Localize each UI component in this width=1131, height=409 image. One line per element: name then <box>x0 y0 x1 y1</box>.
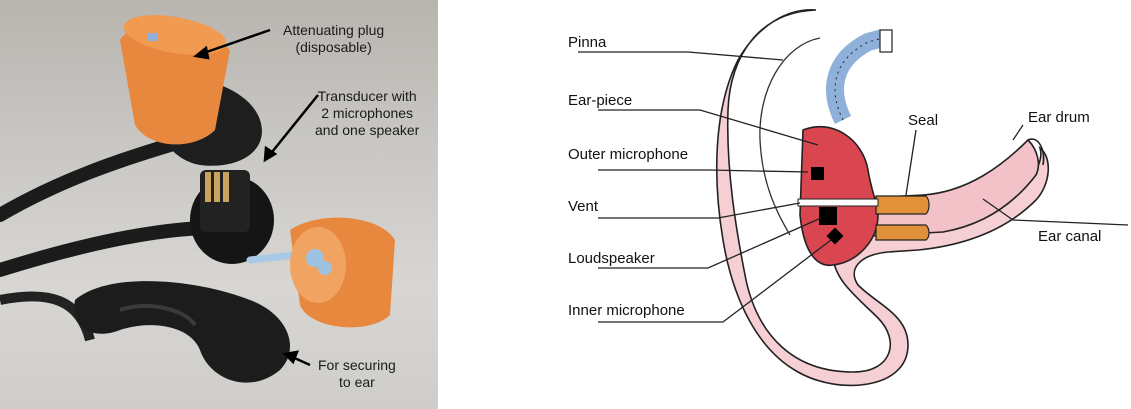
pointer-arrow-icon <box>268 95 318 157</box>
leader-ear-piece <box>598 110 818 145</box>
pointer-arrow-head-icon <box>285 352 297 362</box>
seal-top <box>876 196 929 214</box>
label-transducer: Transducer with 2 microphones and one sp… <box>315 88 419 139</box>
label-outer-microphone: Outer microphone <box>568 146 688 164</box>
label-line: (disposable) <box>283 39 384 56</box>
label-line: For securing <box>318 357 396 374</box>
label-line: and one speaker <box>315 122 419 139</box>
label-line: to ear <box>318 374 396 391</box>
label-ear-drum: Ear drum <box>1028 109 1090 127</box>
earpiece-photo: Attenuating plug (disposable) Transducer… <box>0 0 438 409</box>
ear-diagram-icon <box>438 0 1131 409</box>
leader-ear-drum <box>1013 125 1023 140</box>
ear-hook-icon <box>74 281 290 383</box>
loudspeaker-icon <box>819 207 837 225</box>
label-line: Attenuating plug <box>283 22 384 39</box>
label-line: 2 microphones <box>315 105 419 122</box>
ear-diagram: Pinna Ear-piece Outer microphone Vent Lo… <box>438 0 1131 409</box>
leader-seal <box>906 130 916 195</box>
transducer-icon <box>190 170 274 264</box>
ear-piece-cable <box>835 38 883 120</box>
label-loudspeaker: Loudspeaker <box>568 250 655 268</box>
label-line: Transducer with <box>315 88 419 105</box>
cable-icon <box>0 228 205 270</box>
tube-icon <box>250 255 295 260</box>
label-ear-piece: Ear-piece <box>568 92 632 110</box>
label-pinna: Pinna <box>568 34 606 52</box>
cable-icon <box>0 145 170 215</box>
ear-canal-shape <box>868 140 1038 236</box>
attenuating-plug-icon <box>120 8 230 144</box>
label-inner-microphone: Inner microphone <box>568 302 685 320</box>
label-securing: For securing to ear <box>318 357 396 391</box>
label-ear-canal: Ear canal <box>1038 228 1101 246</box>
label-attenuating-plug: Attenuating plug (disposable) <box>283 22 384 56</box>
earpiece-photo-art <box>0 0 438 409</box>
leader-vent <box>598 203 800 218</box>
seal-bottom <box>876 225 929 240</box>
outer-microphone-icon <box>811 167 824 180</box>
leader-pinna <box>578 52 783 60</box>
attenuating-plug-icon <box>290 218 395 328</box>
label-vent: Vent <box>568 198 598 216</box>
label-seal: Seal <box>908 112 938 130</box>
leader-outer-microphone <box>598 170 808 172</box>
ear-piece-shape <box>800 127 878 266</box>
